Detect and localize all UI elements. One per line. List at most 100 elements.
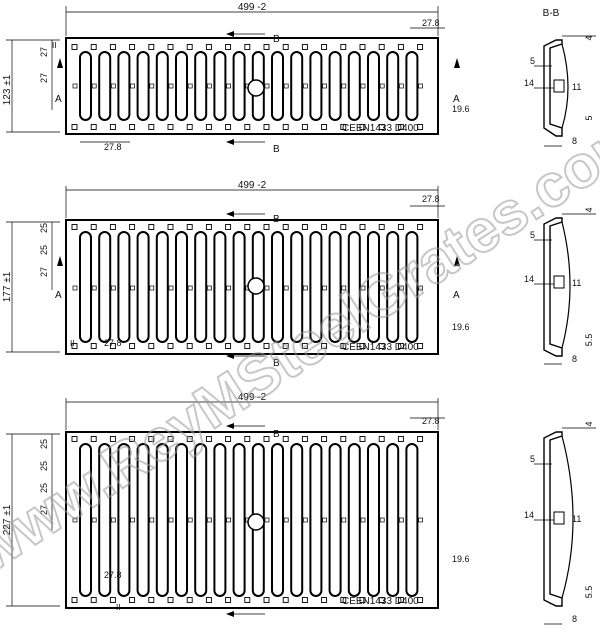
mounting-hole bbox=[417, 597, 424, 603]
mid-hole bbox=[360, 83, 366, 89]
mounting-hole bbox=[225, 224, 232, 230]
mounting-hole bbox=[417, 44, 424, 50]
grate-1-height-dim: 123 ±1 bbox=[2, 74, 13, 105]
mid-hole bbox=[130, 285, 135, 291]
mounting-hole bbox=[225, 343, 232, 349]
mounting-hole bbox=[301, 224, 308, 230]
mounting-hole bbox=[225, 44, 232, 50]
mounting-hole bbox=[321, 44, 328, 50]
grate-slot bbox=[232, 231, 246, 343]
mounting-hole bbox=[129, 44, 136, 50]
grate-slot bbox=[347, 51, 361, 121]
mid-hole bbox=[379, 517, 385, 523]
mounting-hole bbox=[301, 44, 308, 50]
grate-slot bbox=[175, 51, 188, 121]
mounting-hole bbox=[340, 44, 347, 50]
mounting-hole bbox=[340, 597, 347, 603]
grate-1-left-dim-1: 27 bbox=[39, 47, 49, 57]
grate-1-slots bbox=[79, 51, 419, 121]
grate-slot bbox=[136, 443, 150, 597]
grate-slot bbox=[79, 443, 92, 597]
mounting-hole bbox=[282, 224, 289, 230]
grate-2-left-dim-3: 27 bbox=[39, 267, 49, 277]
mounting-hole bbox=[186, 44, 193, 50]
section-3-dim-ledge: 5 bbox=[530, 454, 535, 464]
mounting-hole bbox=[71, 436, 78, 442]
section-1-dim-base: 8 bbox=[572, 136, 577, 146]
grate-slot bbox=[367, 51, 380, 121]
mounting-hole bbox=[340, 436, 347, 442]
mounting-hole bbox=[397, 343, 404, 349]
mounting-hole bbox=[378, 224, 385, 230]
grate-1-end-marker-right: A bbox=[453, 94, 460, 105]
mid-hole bbox=[379, 285, 385, 291]
mid-hole bbox=[399, 83, 404, 89]
grate-2-slot-width: 19.6 bbox=[452, 322, 470, 332]
mid-hole bbox=[303, 285, 308, 291]
mounting-hole bbox=[359, 597, 366, 603]
mounting-hole bbox=[71, 224, 78, 230]
mid-hole bbox=[72, 285, 78, 291]
grate-3-holes bbox=[71, 436, 424, 603]
grate-3-marking: CEEN1433 D400 bbox=[342, 596, 419, 607]
grate-slot bbox=[175, 443, 188, 597]
mid-hole bbox=[187, 285, 193, 291]
mid-hole bbox=[283, 285, 289, 291]
grate-slot bbox=[367, 443, 380, 597]
mounting-hole bbox=[263, 124, 270, 130]
grate-slot bbox=[213, 51, 227, 121]
mounting-hole bbox=[397, 224, 404, 230]
grate-slot bbox=[155, 443, 169, 597]
mounting-hole bbox=[359, 124, 366, 130]
mounting-hole bbox=[321, 597, 328, 603]
mounting-hole bbox=[90, 436, 97, 442]
mid-hole bbox=[399, 285, 404, 291]
grate-1-width-dim: 499 -2 bbox=[238, 2, 267, 13]
grate-3-pitch-top: 27.8 bbox=[422, 416, 440, 426]
mid-hole bbox=[91, 83, 97, 89]
mid-hole bbox=[341, 285, 347, 291]
mounting-hole bbox=[109, 224, 116, 230]
mounting-hole bbox=[225, 124, 232, 130]
mid-hole bbox=[264, 285, 270, 291]
grate-3-height-dim: 227 ±1 bbox=[2, 504, 13, 535]
mounting-hole bbox=[244, 343, 251, 349]
grate-slot bbox=[271, 443, 284, 597]
mounting-hole bbox=[397, 597, 404, 603]
mounting-hole bbox=[71, 44, 78, 50]
mounting-hole bbox=[263, 224, 270, 230]
mounting-hole bbox=[359, 436, 366, 442]
mounting-hole bbox=[263, 436, 270, 442]
grate-3-width-dim: 499 -2 bbox=[238, 392, 267, 403]
grate-slot bbox=[328, 443, 342, 597]
mounting-hole bbox=[282, 597, 289, 603]
grate-2-holes bbox=[71, 224, 424, 349]
grate-slot bbox=[232, 51, 246, 121]
grate-3-plan: 499 -2 227 ±1 25 25 25 27 B 27.8 19.6 27… bbox=[2, 392, 470, 617]
mounting-hole bbox=[148, 224, 155, 230]
grate-slot bbox=[194, 51, 208, 121]
mounting-hole bbox=[397, 44, 404, 50]
section-3-dim-hook-left: 14 bbox=[524, 510, 534, 520]
mounting-hole bbox=[129, 597, 136, 603]
mounting-hole bbox=[321, 436, 328, 442]
mounting-hole bbox=[205, 436, 212, 442]
section-3-dim-base: 8 bbox=[572, 614, 577, 624]
mounting-hole bbox=[148, 124, 155, 130]
mid-hole bbox=[207, 83, 212, 89]
grate-slot bbox=[98, 443, 112, 597]
mounting-hole bbox=[301, 124, 308, 130]
mounting-hole bbox=[359, 343, 366, 349]
grate-slot bbox=[309, 51, 323, 121]
grate-slot bbox=[155, 51, 169, 121]
mid-hole bbox=[168, 517, 174, 523]
grate-3-slots bbox=[79, 443, 419, 597]
mid-hole bbox=[322, 285, 327, 291]
mid-hole bbox=[264, 83, 270, 89]
grate-2-left-dim-2: 25 bbox=[39, 245, 49, 255]
mounting-hole bbox=[109, 597, 116, 603]
mounting-hole bbox=[205, 224, 212, 230]
mounting-hole bbox=[129, 124, 136, 130]
section-2-dim-top: 4 bbox=[584, 207, 594, 212]
grate-slot bbox=[194, 231, 208, 343]
